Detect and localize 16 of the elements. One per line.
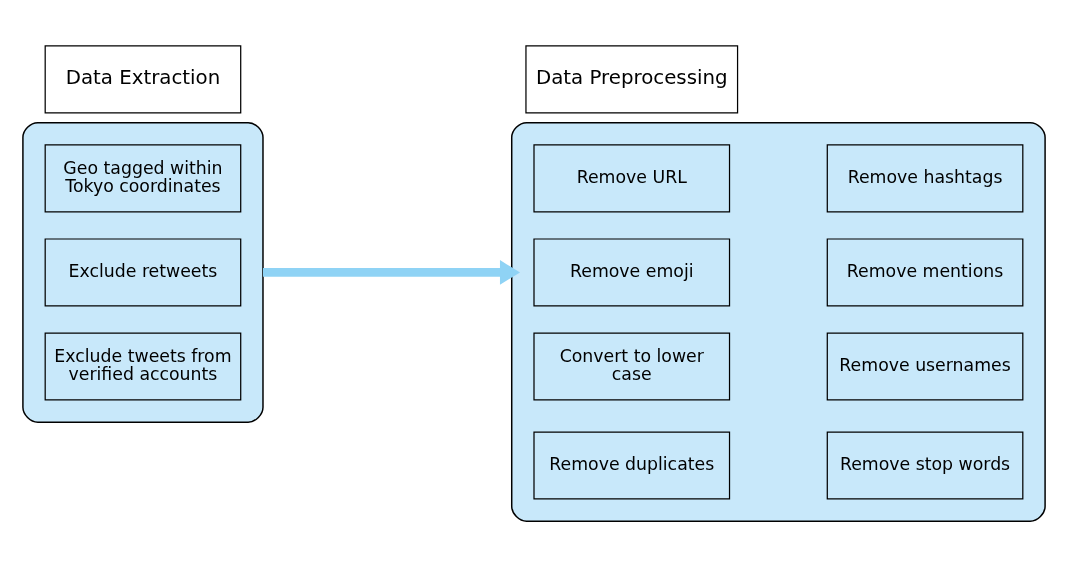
node-box: Geo tagged within Tokyo coordinates: [44, 144, 242, 213]
node-box: Exclude tweets from verified accounts: [44, 332, 242, 401]
node-box: Remove stop words: [826, 431, 1024, 500]
node-box: Remove emoji: [533, 238, 731, 307]
cluster: [510, 121, 1046, 522]
node-box: Remove usernames: [826, 332, 1024, 401]
node-box: Data Extraction: [44, 45, 242, 114]
node-box: Exclude retweets: [44, 238, 242, 307]
node-box: Remove URL: [533, 144, 731, 213]
node-box: Remove hashtags: [826, 144, 1024, 213]
node-box: Convert to lower case: [533, 332, 731, 401]
node-box: Remove duplicates: [533, 431, 731, 500]
node-box: Data Preprocessing: [525, 45, 739, 114]
node-box: Remove mentions: [826, 238, 1024, 307]
arrow: [263, 260, 521, 285]
cluster: [22, 121, 264, 423]
